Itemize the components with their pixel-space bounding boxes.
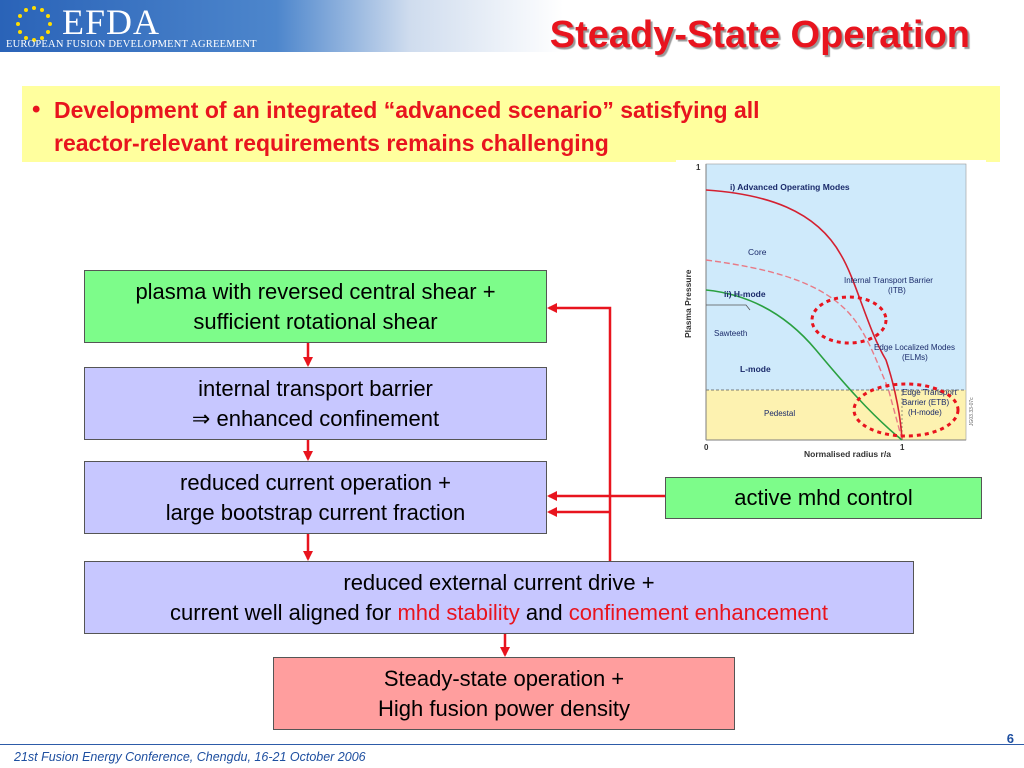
flow-box-2-line-1: internal transport barrier	[198, 375, 433, 401]
label-etb-2: Barrier (ETB)	[902, 398, 949, 407]
label-etb-1: Edge Transport	[902, 388, 957, 397]
itb-highlight-ellipse	[810, 295, 888, 345]
header-bar	[0, 0, 1024, 52]
pedestal-region	[706, 390, 966, 440]
flow-box-2-line-2-text: enhanced confinement	[216, 405, 440, 431]
flow-box-external-current-drive: reduced external current drive + current…	[84, 561, 914, 634]
plot-xlabel: Normalised radius r/a	[804, 449, 891, 459]
footer-conference: 21st Fusion Energy Conference, Chengdu, …	[14, 750, 366, 764]
advanced-curve	[705, 189, 903, 441]
etb-highlight-ellipse	[852, 382, 960, 438]
logo-subtitle: EUROPEAN FUSION DEVELOPMENT AGREEMENT	[6, 39, 257, 50]
plot-xtick-1: 1	[900, 443, 905, 452]
active-mhd-control-box: active mhd control	[665, 477, 982, 519]
label-itb-2: (ITB)	[888, 286, 906, 295]
eu-stars-icon	[16, 6, 52, 42]
pressure-profile-figure: 1 0 1 Plasma Pressure Normalised radius …	[676, 160, 986, 466]
plot-ylabel: Plasma Pressure	[683, 269, 693, 338]
feedback-arrow-to-box-1	[547, 303, 612, 561]
lmode-curve	[705, 289, 903, 441]
bullet-line-1: Development of an integrated “advanced s…	[54, 97, 760, 123]
flow-box-2-line-2: ⇒ enhanced confinement	[192, 404, 439, 434]
page-number: 6	[1006, 731, 1014, 746]
flow-box-reversed-shear: plasma with reversed central shear + suf…	[84, 270, 547, 343]
plot-xtick-0: 0	[704, 443, 709, 452]
bullet-highlight-box	[22, 86, 1000, 162]
label-hmode: ii) H-mode	[724, 289, 766, 299]
flow-box-1-line-1: plasma with reversed central shear +	[135, 278, 496, 304]
flow-box-5-line-1: Steady-state operation +	[383, 665, 625, 691]
label-elm-1: Edge Localized Modes	[874, 343, 955, 352]
flow-box-3-line-1: reduced current operation +	[180, 469, 451, 495]
label-pedestal: Pedestal	[764, 409, 795, 418]
flow-box-4-text-a: current well aligned for	[170, 599, 398, 625]
flow-box-4-text-b: and	[519, 599, 569, 625]
page-title: Steady-State Operation	[549, 14, 970, 56]
flow-box-4-line-2: current well aligned for mhd stability a…	[170, 598, 828, 628]
bullet-line-2: reactor-relevant requirements remains ch…	[54, 130, 609, 156]
hmode-curve	[705, 259, 903, 441]
label-elm-2: (ELMs)	[902, 353, 928, 362]
label-core: Core	[748, 247, 767, 257]
bullet-text: Development of an integrated “advanced s…	[54, 94, 984, 160]
flow-box-steady-state: Steady-state operation + High fusion pow…	[273, 657, 735, 730]
bullet-dot-icon: •	[32, 96, 41, 123]
flow-box-1-line-2: sufficient rotational shear	[193, 308, 438, 334]
flow-box-4-line-1: reduced external current drive +	[343, 569, 655, 595]
label-sawteeth: Sawteeth	[714, 329, 747, 338]
flow-box-5-line-2: High fusion power density	[378, 695, 630, 721]
flow-box-reduced-current: reduced current operation + large bootst…	[84, 461, 547, 534]
logo-text: EFDA	[62, 2, 161, 42]
core-region	[706, 164, 966, 390]
label-advanced: i) Advanced Operating Modes	[730, 182, 850, 192]
active-mhd-control-label: active mhd control	[734, 485, 913, 510]
label-etb-3: (H-mode)	[908, 408, 942, 417]
label-itb-1: Internal Transport Barrier	[844, 276, 933, 285]
flow-box-3-line-2: large bootstrap current fraction	[165, 499, 466, 525]
footer-divider	[0, 744, 1024, 745]
sawteeth-step	[706, 304, 751, 311]
confinement-enhancement-text: confinement enhancement	[568, 599, 828, 625]
mhd-stability-text: mhd stability	[397, 599, 520, 625]
label-code: JG03.33-07c	[969, 397, 975, 426]
implies-icon: ⇒	[191, 405, 211, 431]
plot-ytick-top: 1	[696, 163, 701, 172]
label-lmode: L-mode	[740, 364, 771, 374]
flow-box-itb: internal transport barrier ⇒ enhanced co…	[84, 367, 547, 440]
